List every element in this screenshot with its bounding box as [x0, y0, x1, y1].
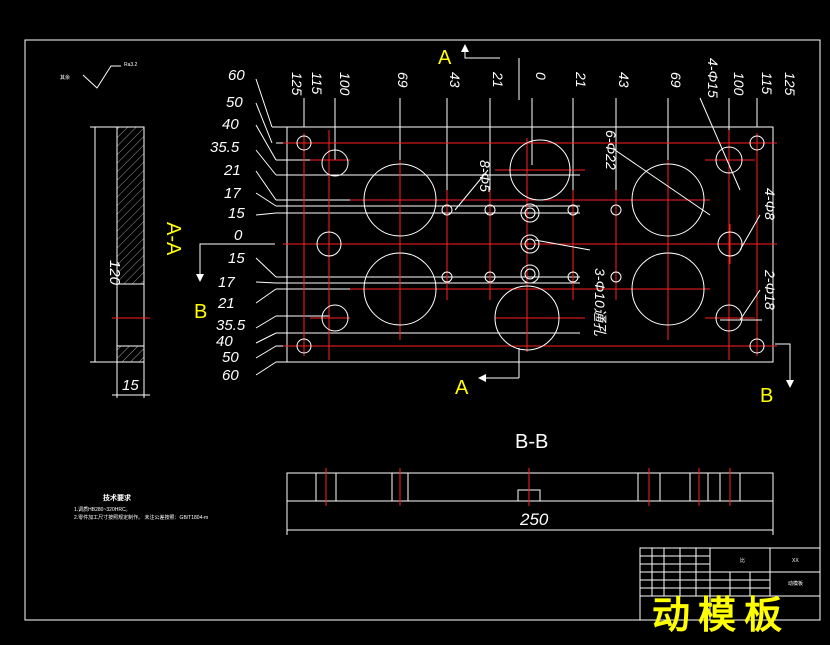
- xdim-8: 43: [616, 72, 632, 88]
- xdim-7: 21: [573, 71, 589, 88]
- ydim-top-3: 35.5: [210, 139, 240, 156]
- tech-requirements: 技术要求 1.调质HB280~320HRC。 2.零件加工尺寸按照规定制作。 未…: [74, 493, 208, 521]
- cut-a-bottom: A: [455, 377, 469, 399]
- xdim-0: 125: [289, 72, 305, 96]
- ydim-top-5: 17: [224, 185, 241, 202]
- ydim-bot-4: 40: [216, 333, 233, 350]
- callout-4-8: 4-Φ8: [762, 188, 778, 220]
- hole-callouts: 4-Φ15 6-Φ22 8-Φ5 4-Φ8 2-Φ18 3-Φ10通孔: [477, 58, 778, 337]
- ydim-top-1: 50: [226, 94, 243, 111]
- ydim-top-4: 21: [223, 162, 241, 179]
- bottom-view-bb: 250: [286, 468, 774, 535]
- callout-2-18: 2-Φ18: [762, 269, 778, 310]
- title-block: 比 XX 动模板: [639, 547, 821, 621]
- title-block-c3: 动模板: [788, 580, 803, 587]
- xdim-10: 100: [731, 72, 747, 96]
- roughness-value: Ra3.2: [124, 62, 138, 68]
- callout-8-5: 8-Φ5: [477, 160, 493, 192]
- callout-4-15: 4-Φ15: [705, 58, 721, 98]
- ydim-bot-2: 21: [217, 295, 235, 312]
- xdim-11: 115: [759, 72, 775, 95]
- xdim-1: 115: [309, 72, 325, 95]
- xdim-9: 69: [668, 72, 684, 88]
- ydim-bot-1: 17: [218, 274, 235, 291]
- cut-a-top: A: [438, 47, 452, 69]
- roughness-other-label: 其余: [60, 74, 70, 81]
- section-markers: A A B B: [194, 44, 794, 407]
- y-dimensions: 60 50 40 35.5 21 17 15 0 15 17 21 35.5 4…: [210, 67, 246, 384]
- drawing-frame: [24, 39, 821, 621]
- cut-b-left: B: [194, 301, 207, 323]
- section-bb-label: B-B: [515, 431, 548, 453]
- title-block-c2: XX: [792, 558, 799, 564]
- bottom-length-dim: 250: [519, 510, 549, 529]
- callout-3-10: 3-Φ10通孔: [592, 268, 608, 337]
- roughness-symbol: 其余 Ra3.2: [60, 62, 138, 89]
- xdim-5: 21: [490, 71, 506, 88]
- tech-title: 技术要求: [103, 493, 132, 502]
- title-block-c1: 比: [740, 557, 745, 564]
- cut-b-right: B: [760, 385, 773, 407]
- xdim-4: 43: [447, 72, 463, 88]
- ydim-top-6: 15: [228, 205, 245, 222]
- ydim-top-2: 40: [222, 116, 239, 133]
- ydim-top-0: 60: [228, 67, 245, 84]
- side-width-dim: 15: [122, 377, 139, 394]
- ydim-bot-5: 50: [222, 349, 239, 366]
- ydim-bot-6: 60: [222, 367, 239, 384]
- x-dimensions: 125 115 100 69 43 21 0 21 43 69 100 115 …: [289, 71, 798, 96]
- callout-6-22: 6-Φ22: [603, 130, 619, 170]
- ydim-top-7: 0: [234, 227, 243, 244]
- ydim-bot-0: 15: [228, 250, 245, 267]
- xdim-6: 0: [533, 72, 549, 80]
- tech-line-2: 2.零件加工尺寸按照规定制作。 未注公差按照：GB/T1804-m: [74, 514, 208, 521]
- side-height-dim: 120: [106, 260, 123, 286]
- xdim-2: 100: [337, 72, 353, 96]
- section-aa-label: A-A: [162, 222, 184, 256]
- plan-view: [255, 78, 777, 376]
- xdim-3: 69: [395, 72, 411, 88]
- drawing-title: 动模板: [652, 593, 790, 637]
- xdim-12: 125: [782, 72, 798, 96]
- side-view-aa: 120 15: [90, 126, 150, 398]
- tech-line-1: 1.调质HB280~320HRC。: [74, 506, 131, 513]
- ydim-bot-3: 35.5: [216, 317, 246, 334]
